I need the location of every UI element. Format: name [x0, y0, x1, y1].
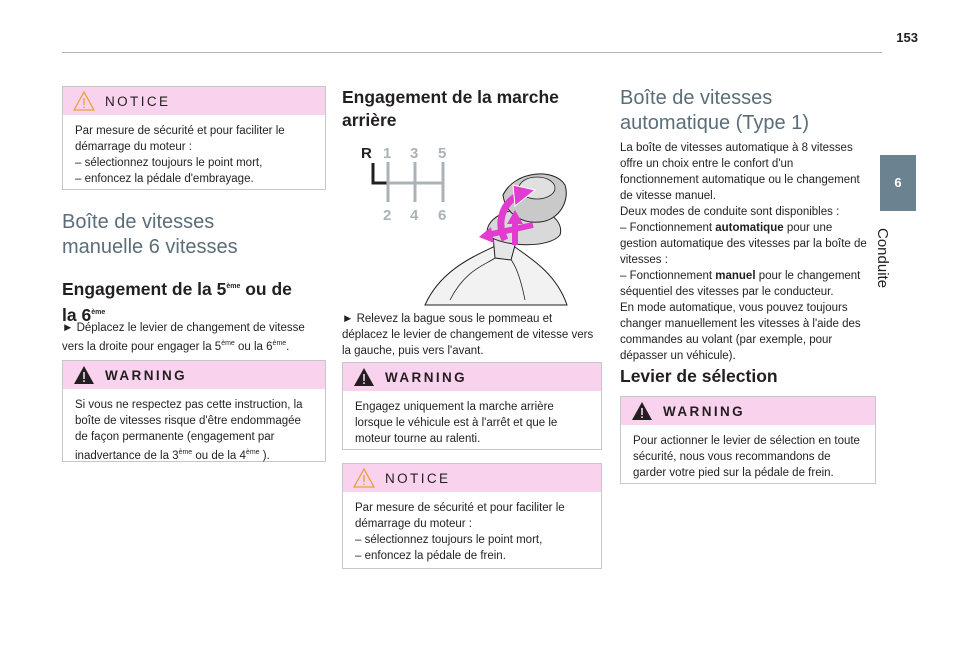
instruction-text: . [286, 340, 290, 353]
gear-label-3: 3 [410, 145, 418, 162]
notice-item: – sélectionnez toujours le point mort, [355, 534, 543, 546]
notice-title: NOTICE [105, 93, 171, 109]
warning-header: WARNING [343, 363, 601, 391]
section-title-manual: Boîte de vitesses manuelle 6 vitesses [62, 210, 332, 260]
warning-box-3: WARNING Pour actionner le levier de séle… [620, 396, 876, 484]
notice-title: NOTICE [385, 470, 451, 486]
gear-label-5: 5 [438, 145, 446, 162]
notice-body: Par mesure de sécurité et pour faciliter… [63, 115, 325, 195]
notice-header: NOTICE [63, 87, 325, 115]
section-title-line: automatique (Type 1) [620, 112, 809, 134]
warning-triangle-icon [632, 402, 652, 420]
reverse-title: Engagement de la marche arrière [342, 86, 602, 132]
mode-bold: automatique [715, 222, 784, 234]
warning-sup: ème [178, 449, 193, 456]
notice-intro: Par mesure de sécurité et pour faciliter… [75, 125, 285, 153]
section-title-line: Boîte de vitesses [620, 87, 773, 109]
top-divider [62, 52, 882, 53]
reverse-instruction: ► Relevez la bague sous le pommeau et dé… [342, 311, 600, 359]
warning-text: Engagez uniquement la marche arrière lor… [355, 401, 558, 445]
gear-label-r: R [361, 145, 372, 162]
warning-header: WARNING [621, 397, 875, 425]
warning-text: ). [259, 449, 270, 462]
subtitle-text: ou de [240, 278, 292, 299]
auto-paragraph: La boîte de vitesses automatique à 8 vit… [620, 142, 860, 202]
warning-body: Pour actionner le levier de sélection en… [621, 425, 875, 489]
motion-arrows [479, 184, 537, 245]
selector-title: Levier de sélection [620, 365, 876, 388]
section-title-auto: Boîte de vitesses automatique (Type 1) [620, 86, 876, 136]
warning-body: Si vous ne respectez pas cette instructi… [63, 389, 325, 472]
mode-text: pour le changement séquentiel des vitess… [620, 270, 861, 298]
gear-label-6: 6 [438, 207, 446, 224]
notice-item: – enfoncez la pédale de frein. [355, 550, 506, 562]
reverse-title-line: arrière [342, 110, 397, 130]
warning-box-1: WARNING Si vous ne respectez pas cette i… [62, 360, 326, 462]
gear-label-2: 2 [383, 207, 391, 224]
auto-paragraph: Deux modes de conduite sont disponibles … [620, 206, 840, 218]
instruction-sup: ème [272, 340, 287, 347]
mode-text: pour une gestion automatique des vitesse… [620, 222, 867, 266]
subtitle-sup: ème [91, 308, 106, 316]
subtitle-text: la 6 [62, 304, 92, 325]
warning-triangle-icon [74, 366, 94, 384]
gear-label-1: 1 [383, 145, 391, 162]
warning-title: WARNING [385, 369, 468, 385]
warning-title: WARNING [105, 367, 188, 383]
notice-box-2: NOTICE Par mesure de sécurité et pour fa… [342, 463, 602, 569]
warning-title: WARNING [663, 403, 746, 419]
auto-description: La boîte de vitesses automatique à 8 vit… [620, 140, 872, 364]
mode-text: – Fonctionnement [620, 222, 716, 234]
instruction-text: ► Déplacez le levier de changement de vi… [62, 322, 305, 353]
subtitle-sup: ème [226, 283, 241, 290]
instruction-text: ou la 6 [234, 340, 273, 353]
chapter-label: Conduite [874, 228, 891, 289]
warning-header: WARNING [63, 361, 325, 389]
instruction-5-6: ► Déplacez le levier de changement de vi… [62, 320, 326, 355]
notice-body: Par mesure de sécurité et pour faciliter… [343, 492, 601, 572]
warning-text: Si vous ne respectez pas cette instructi… [75, 399, 303, 462]
subsection-title-5-6: Engagement de la 5ème ou de la 6ème [62, 275, 332, 327]
selector-title-text: Levier de sélection [620, 366, 778, 386]
section-title-line: Boîte de vitesses [62, 211, 215, 233]
notice-triangle-icon [353, 468, 375, 488]
notice-header: NOTICE [343, 464, 601, 492]
reverse-instruction-text: ► Relevez la bague sous le pommeau et dé… [342, 313, 594, 357]
subtitle-text: Engagement de la 5 [62, 278, 227, 299]
instruction-sup: ème [221, 340, 235, 347]
notice-item: – sélectionnez toujours le point mort, [75, 157, 263, 169]
gear-label-4: 4 [410, 207, 419, 224]
warning-sup: ème [245, 449, 260, 456]
warning-text: Pour actionner le levier de sélection en… [633, 435, 860, 479]
reverse-title-line: Engagement de la marche [342, 87, 559, 107]
section-title-line: manuelle 6 vitesses [62, 236, 238, 258]
notice-item: – enfoncez la pédale d'embrayage. [75, 173, 254, 185]
mode-text: – Fonctionnement [620, 270, 716, 282]
chapter-label-container: Conduite [874, 228, 909, 308]
gearshift-illustration: R 1 3 5 2 4 6 [361, 145, 568, 306]
warning-triangle-icon [354, 368, 374, 386]
warning-box-2: WARNING Engagez uniquement la marche arr… [342, 362, 602, 450]
page-number: 153 [896, 30, 918, 45]
chapter-tab[interactable]: 6 [880, 155, 916, 211]
notice-box-1: NOTICE Par mesure de sécurité et pour fa… [62, 86, 326, 190]
auto-paragraph: En mode automatique, vous pouvez toujour… [620, 302, 861, 362]
mode-bold: manuel [715, 270, 756, 282]
warning-text: ou de la 4 [192, 449, 246, 462]
notice-intro: Par mesure de sécurité et pour faciliter… [355, 502, 565, 530]
warning-body: Engagez uniquement la marche arrière lor… [343, 391, 601, 455]
gear-pattern-diagram: R 1 3 5 2 4 6 [361, 145, 446, 224]
gear-knob-illustration [424, 173, 568, 306]
notice-triangle-icon [73, 91, 95, 111]
